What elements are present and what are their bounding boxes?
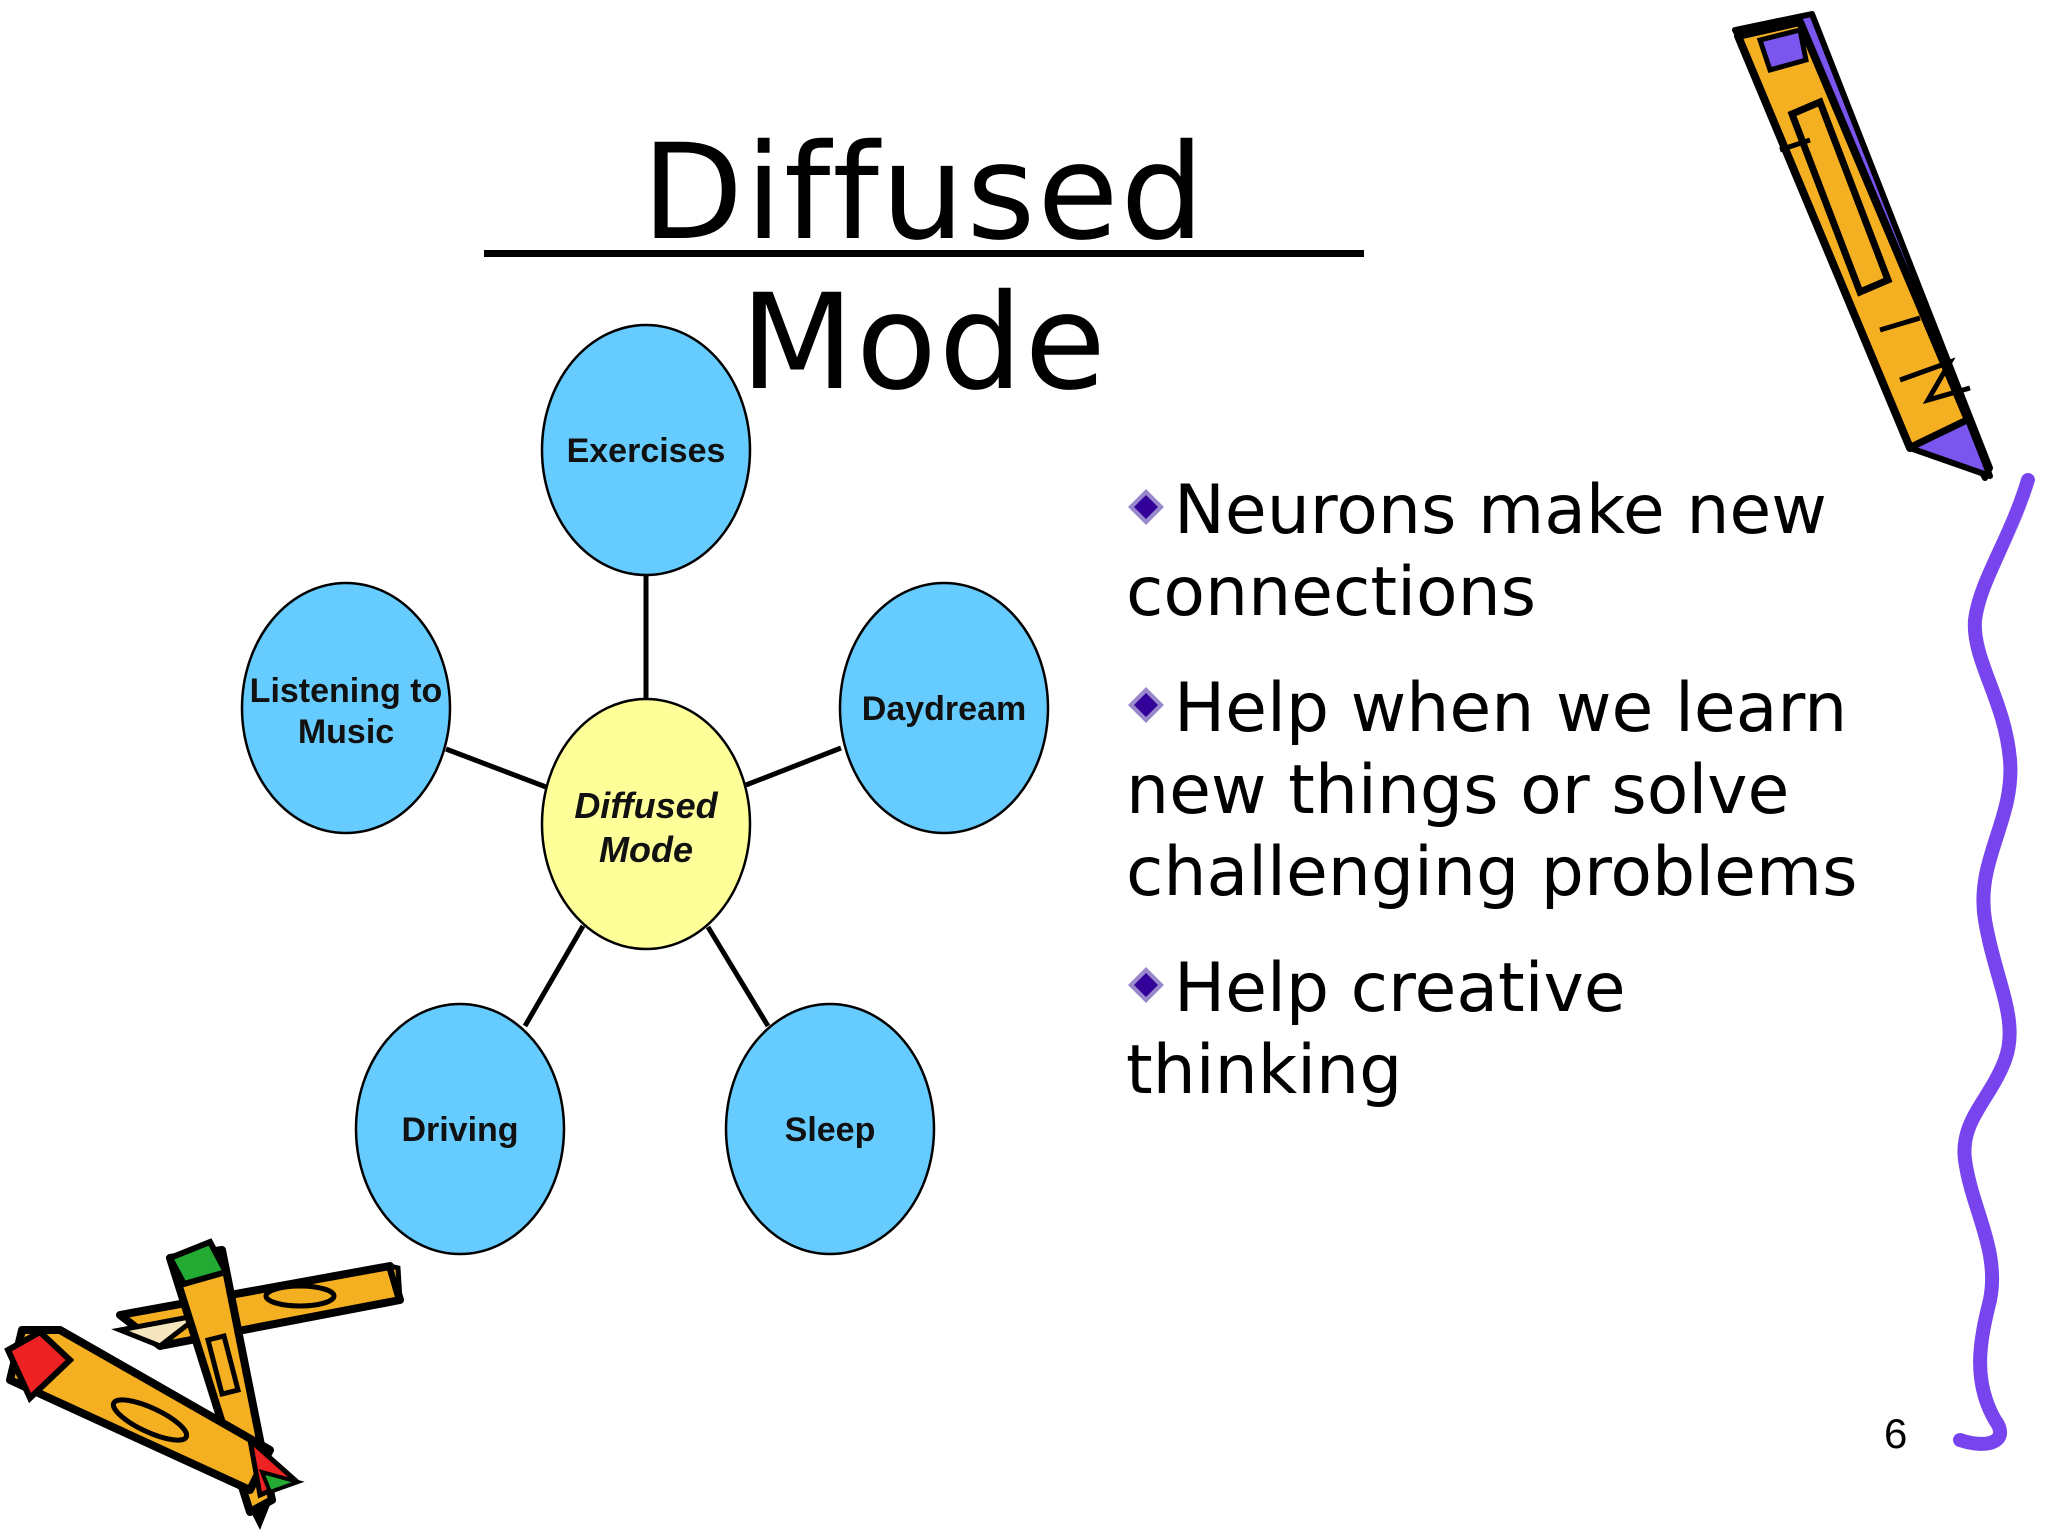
title-underline — [484, 250, 1364, 257]
pencil-icon — [4, 1326, 305, 1499]
node-label-sleep: Sleep — [785, 1111, 876, 1149]
node-diffused-mode-center: Diffused Mode — [540, 697, 752, 951]
slide-title: Diffused Mode — [641, 116, 1207, 420]
bullet-text-line: new things or solve — [1126, 751, 1790, 830]
connector-lines — [445, 575, 842, 1028]
node-daydream: Daydream — [838, 581, 1050, 835]
node-label-listening-line2: Music — [298, 713, 394, 751]
bullet-item: Neurons make new connections — [1126, 470, 1926, 634]
node-label-exercises: Exercises — [567, 432, 726, 470]
bullet-text-line: thinking — [1126, 1031, 1403, 1110]
connector-listening — [445, 746, 547, 790]
bullet-text-line: Help creative — [1174, 949, 1626, 1028]
node-label-driving: Driving — [401, 1111, 518, 1149]
node-label-daydream: Daydream — [862, 690, 1026, 728]
bullet-text-line: challenging problems — [1126, 833, 1858, 912]
bullet-text-line: Help when we learn — [1174, 669, 1848, 748]
squiggle-line — [1953, 473, 2035, 1451]
connector-sleep — [705, 925, 771, 1028]
diamond-bullet-icon — [1128, 489, 1164, 525]
bullet-text-line: connections — [1126, 553, 1537, 632]
bullet-item: Help creative thinking — [1126, 948, 1926, 1112]
center-label-line2: Mode — [599, 829, 693, 870]
connector-driving — [522, 924, 586, 1028]
node-listening-to-music: Listening to Music — [240, 581, 452, 835]
node-sleep: Sleep — [724, 1002, 936, 1256]
node-exercises: Exercises — [540, 323, 752, 577]
node-driving: Driving — [354, 1002, 566, 1256]
node-label-listening-line1: Listening to — [250, 672, 443, 710]
pencil-icon — [1732, 11, 1993, 481]
diamond-bullet-icon — [1128, 967, 1164, 1003]
bullet-item: Help when we learn new things or solve c… — [1126, 668, 1926, 914]
pencil-icon — [111, 1262, 404, 1350]
connector-daydream — [745, 745, 842, 788]
center-label-line1: Diffused — [574, 785, 718, 826]
page-number: 6 — [1884, 1410, 1908, 1457]
bullet-text-line: Neurons make new — [1174, 471, 1827, 550]
diamond-bullet-icon — [1128, 687, 1164, 723]
bullet-list: Neurons make new connections Help when w… — [1126, 470, 1926, 1146]
